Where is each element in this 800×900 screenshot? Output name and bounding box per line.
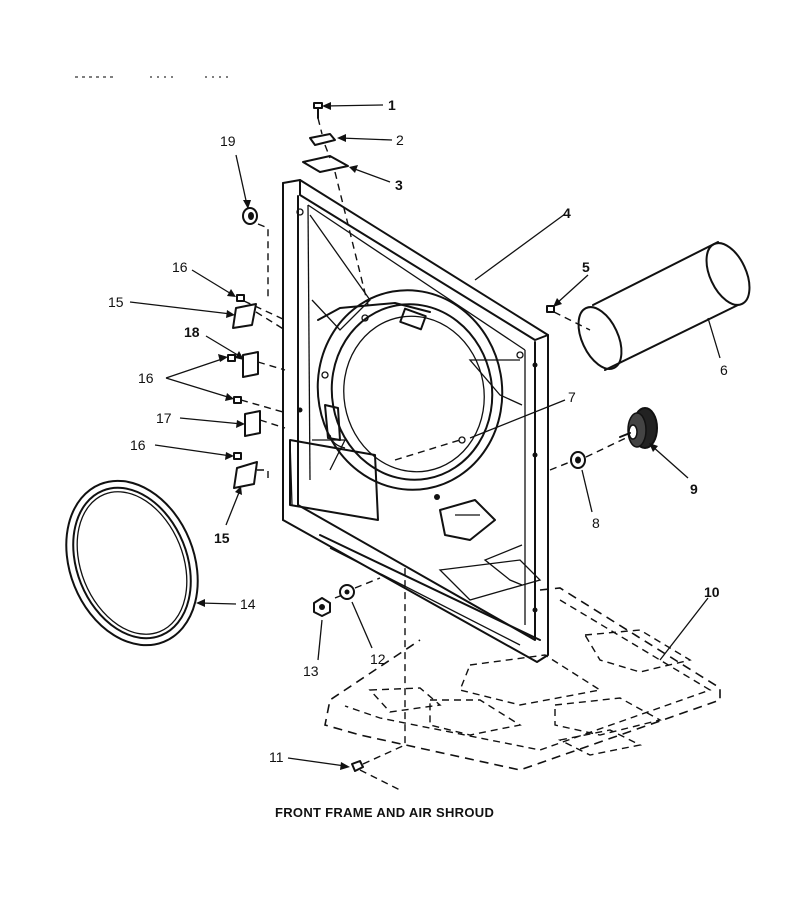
callout-6: 6 <box>720 362 728 378</box>
callout-1: 1 <box>388 97 396 113</box>
callout-15-upper: 15 <box>108 294 124 310</box>
callout-8: 8 <box>592 515 600 531</box>
callout-7: 7 <box>568 389 576 405</box>
callout-15-lower: 15 <box>214 530 230 546</box>
lower-parts <box>65 479 406 791</box>
callout-12: 12 <box>370 651 386 667</box>
callout-13: 13 <box>303 663 319 679</box>
callout-3: 3 <box>395 177 403 193</box>
callout-4: 4 <box>563 205 571 221</box>
leader-lines <box>129 102 721 770</box>
callout-17: 17 <box>156 410 172 426</box>
diagram-caption: FRONT FRAME AND AIR SHROUD <box>275 805 494 820</box>
callout-16-middle: 16 <box>138 370 154 386</box>
callout-labels: 1 2 3 4 5 6 7 8 9 10 11 12 13 14 15 15 1… <box>108 97 728 765</box>
callout-11: 11 <box>269 749 284 765</box>
callout-10: 10 <box>704 584 720 600</box>
front-frame <box>282 179 549 663</box>
base-pan <box>324 587 721 771</box>
callout-19: 19 <box>220 133 236 149</box>
callout-14: 14 <box>240 596 256 612</box>
top-hardware <box>302 102 369 306</box>
callout-5: 5 <box>582 259 590 275</box>
right-parts <box>394 241 751 471</box>
callout-2: 2 <box>396 132 404 148</box>
callout-16-upper: 16 <box>172 259 188 275</box>
left-hardware <box>227 207 286 489</box>
callout-16-lower: 16 <box>130 437 146 453</box>
callout-18: 18 <box>184 324 200 340</box>
callout-9: 9 <box>690 481 698 497</box>
